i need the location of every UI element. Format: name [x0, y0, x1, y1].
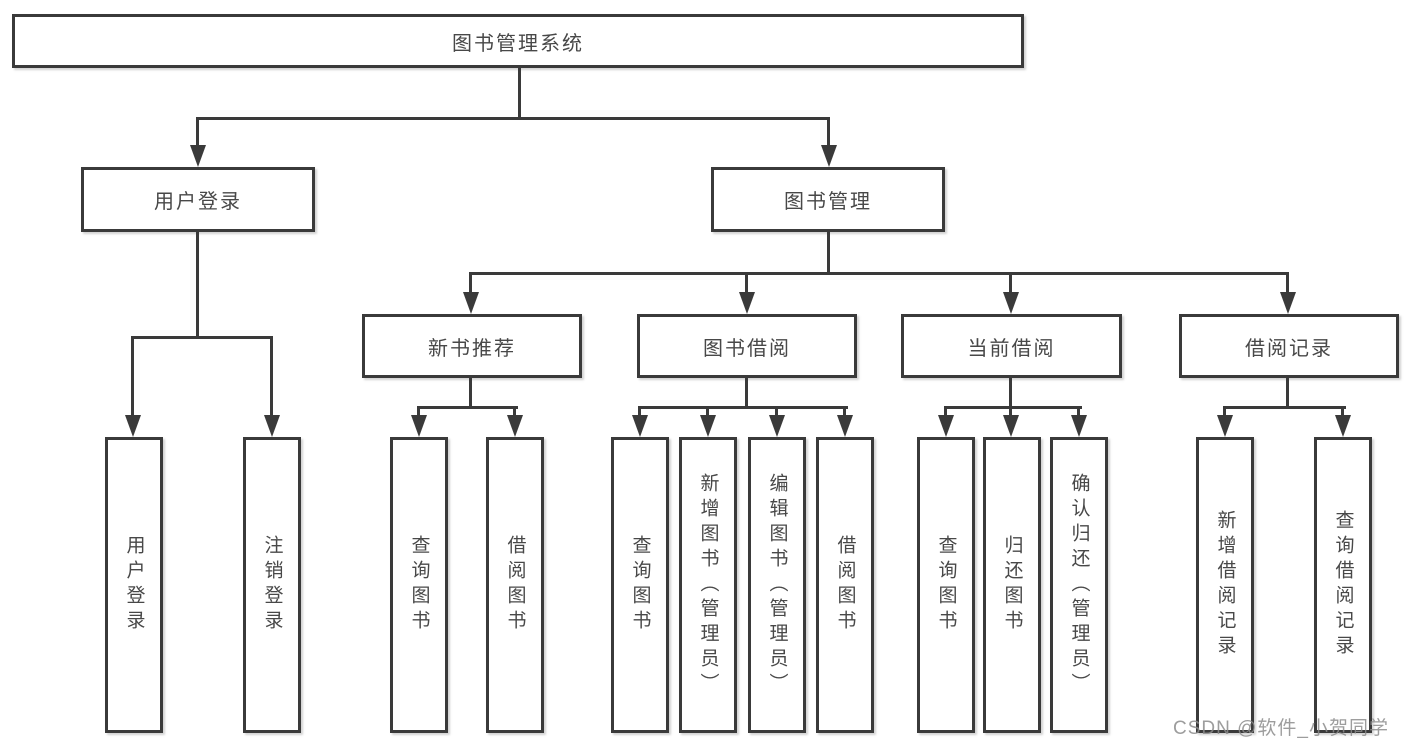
- connector-user-login-branch: [131, 336, 273, 339]
- node-current-borrowing: 当前借阅: [901, 314, 1122, 378]
- arrow-down-icon: [769, 415, 785, 437]
- leaf-add-borrow-record: 新增借阅记录: [1196, 437, 1254, 733]
- connector-drop-leaf: [638, 406, 641, 419]
- node-borrow-records: 借阅记录: [1179, 314, 1399, 378]
- connector-stem: [469, 378, 472, 409]
- node-user-login: 用户登录: [81, 167, 315, 232]
- leaf-query-book-current: 查询图书: [917, 437, 975, 733]
- connector-branch: [1223, 406, 1346, 409]
- leaf-add-book-admin: 新增图书（管理员）: [679, 437, 737, 733]
- connector-branch: [638, 406, 848, 409]
- connector-drop-leaf: [1223, 406, 1226, 419]
- arrow-down-icon: [1217, 415, 1233, 437]
- arrow-down-icon: [1003, 415, 1019, 437]
- arrow-down-icon: [190, 145, 206, 167]
- connector-stem: [1009, 378, 1012, 409]
- connector-branch: [417, 406, 518, 409]
- node-label: 图书借阅: [703, 337, 791, 360]
- arrow-down-icon: [1003, 292, 1019, 314]
- arrow-down-icon: [938, 415, 954, 437]
- connector-drop-leaf: [1077, 406, 1080, 419]
- arrow-down-icon: [837, 415, 853, 437]
- connector-drop-leaf: [1341, 406, 1344, 419]
- node-label: 新增借阅记录: [1214, 510, 1236, 660]
- arrow-down-icon: [632, 415, 648, 437]
- arrow-down-icon: [739, 292, 755, 314]
- leaf-query-book-borrowing: 查询图书: [611, 437, 669, 733]
- node-label: 用户登录: [154, 191, 242, 213]
- connector-level3-branch: [469, 272, 1289, 275]
- leaf-return-book: 归还图书: [983, 437, 1041, 733]
- node-label: 编辑图书（管理员）: [766, 472, 788, 698]
- connector-stem: [1286, 378, 1289, 409]
- connector-book-management-stem: [827, 232, 830, 275]
- node-label: 借阅图书: [834, 535, 856, 635]
- node-label: 新增图书（管理员）: [697, 472, 719, 698]
- node-label: 查询图书: [935, 535, 957, 635]
- node-label: 查询借阅记录: [1332, 510, 1354, 660]
- connector-drop-leaf: [417, 406, 420, 419]
- connector-drop-leaf: [270, 336, 273, 417]
- node-label: 归还图书: [1001, 535, 1023, 635]
- node-root-library-system: 图书管理系统: [12, 14, 1024, 68]
- node-label: 确认归还（管理员）: [1068, 472, 1090, 698]
- connector-drop-level3: [745, 272, 748, 295]
- node-book-borrowing: 图书借阅: [637, 314, 857, 378]
- leaf-edit-book-admin: 编辑图书（管理员）: [748, 437, 806, 733]
- connector-level2-branch: [196, 117, 830, 120]
- connector-drop-leaf: [513, 406, 516, 419]
- leaf-confirm-return-admin: 确认归还（管理员）: [1050, 437, 1108, 733]
- node-label: 借阅图书: [504, 535, 526, 635]
- leaf-user-login: 用户登录: [105, 437, 163, 733]
- arrow-down-icon: [507, 415, 523, 437]
- connector-drop-level3: [1009, 272, 1012, 295]
- connector-drop-leaf: [775, 406, 778, 419]
- connector-drop-level3: [469, 272, 472, 295]
- arrow-down-icon: [1071, 415, 1087, 437]
- connector-drop-leaf: [944, 406, 947, 419]
- leaf-borrow-book-recommend: 借阅图书: [486, 437, 544, 733]
- node-label: 图书管理: [784, 191, 872, 213]
- connector-drop-level3: [1286, 272, 1289, 295]
- leaf-borrow-book: 借阅图书: [816, 437, 874, 733]
- connector-drop-leaf: [706, 406, 709, 419]
- connector-drop-leaf: [1009, 406, 1012, 419]
- leaf-query-borrow-record: 查询借阅记录: [1314, 437, 1372, 733]
- connector-root-stem: [518, 68, 521, 118]
- arrow-down-icon: [411, 415, 427, 437]
- node-book-management: 图书管理: [711, 167, 945, 232]
- watermark: CSDN @软件_小贺同学: [1173, 718, 1389, 739]
- node-label: 新书推荐: [428, 337, 516, 360]
- arrow-down-icon: [700, 415, 716, 437]
- node-label: 查询图书: [629, 535, 651, 635]
- connector-drop-book-management: [827, 117, 830, 146]
- connector-drop-user-login: [196, 117, 199, 146]
- connector-user-login-stem: [196, 232, 199, 339]
- arrow-down-icon: [1335, 415, 1351, 437]
- node-label: 查询图书: [408, 535, 430, 635]
- arrow-down-icon: [125, 415, 141, 437]
- node-label: 图书管理系统: [452, 32, 584, 55]
- connector-stem: [745, 378, 748, 409]
- arrow-down-icon: [463, 292, 479, 314]
- node-label: 借阅记录: [1245, 337, 1333, 360]
- arrow-down-icon: [821, 145, 837, 167]
- connector-branch: [944, 406, 1082, 409]
- leaf-query-book-recommend: 查询图书: [390, 437, 448, 733]
- arrow-down-icon: [264, 415, 280, 437]
- node-label: 用户登录: [123, 535, 145, 635]
- node-label: 当前借阅: [967, 337, 1056, 360]
- arrow-down-icon: [1280, 292, 1296, 314]
- leaf-logout: 注销登录: [243, 437, 301, 733]
- connector-drop-leaf: [131, 336, 134, 417]
- connector-drop-leaf: [843, 406, 846, 419]
- node-new-book-recommend: 新书推荐: [362, 314, 582, 378]
- node-label: 注销登录: [261, 535, 283, 635]
